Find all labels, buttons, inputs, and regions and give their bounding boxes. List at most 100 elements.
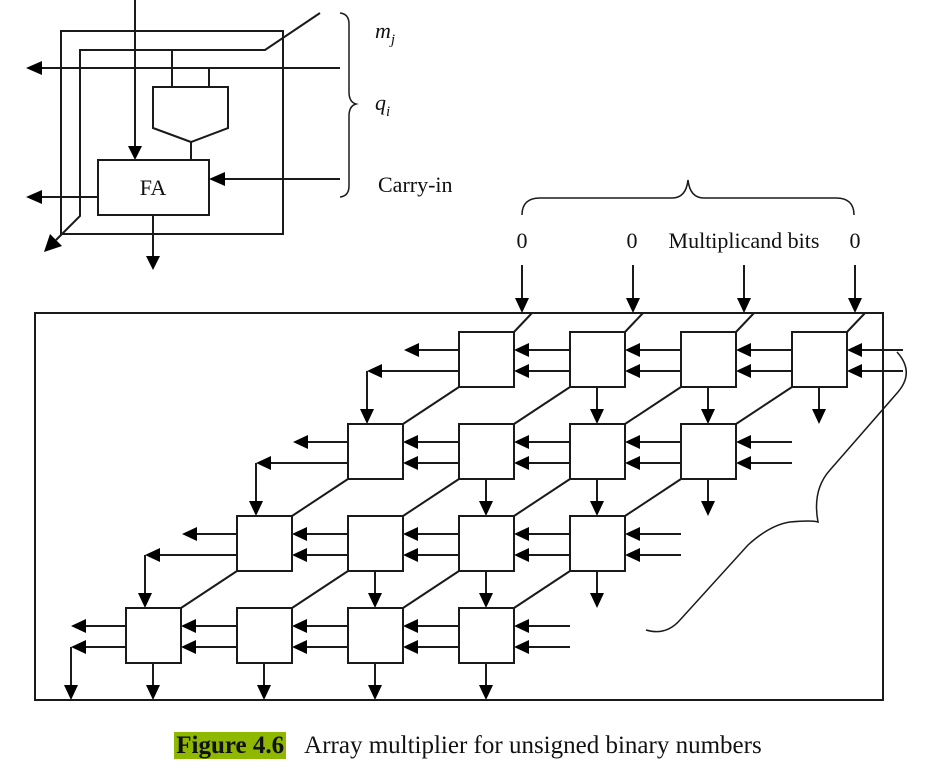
carry-out-arrow-icon — [182, 527, 197, 541]
multiplicand-diagonal — [180, 570, 238, 609]
adder-cell — [458, 423, 515, 480]
carry-in-label: Carry-in — [378, 172, 453, 197]
input-arrow-icon — [625, 343, 640, 357]
sum-down-arrow-icon — [479, 501, 493, 516]
adder-cell — [236, 607, 293, 664]
sum-left-arrow-icon — [145, 548, 160, 562]
mj-label: mj — [375, 18, 395, 48]
input-arrow-icon — [403, 527, 418, 541]
input-arrow-icon — [514, 548, 529, 562]
multiplicand-diagonal — [513, 478, 571, 517]
input-arrow-icon — [514, 343, 529, 357]
carry-out-arrow-icon — [71, 619, 86, 633]
multiplicand-diagonal — [402, 478, 460, 517]
sum-drop-arrow-icon — [360, 409, 374, 424]
input-arrow-icon — [625, 527, 640, 541]
multiplicand-diagonal — [624, 312, 644, 333]
product-out-arrow-icon — [257, 685, 271, 700]
input-arrow-icon — [292, 640, 307, 654]
carry-in-arrow-icon — [209, 172, 225, 186]
figure-number: Figure 4.6 — [174, 732, 287, 759]
adder-cell — [569, 515, 626, 572]
input-arrow-icon — [736, 435, 751, 449]
input-arrow-icon — [403, 435, 418, 449]
multiplicand-diagonal — [291, 478, 349, 517]
input-arrow-icon — [514, 640, 529, 654]
adder-cell — [680, 331, 737, 388]
input-arrow-icon — [625, 364, 640, 378]
sum-left-arrow-icon — [256, 456, 271, 470]
sum-drop-arrow-icon — [64, 685, 78, 700]
mj-out-arrow-icon — [44, 234, 62, 252]
input-arrow-icon — [292, 548, 307, 562]
adder-cell — [236, 515, 293, 572]
input-arrow-icon — [403, 456, 418, 470]
input-arrow-icon — [514, 456, 529, 470]
carry-out-arrow-icon — [26, 190, 42, 204]
sum-down-arrow-icon — [812, 409, 826, 424]
multiplicand-input-arrow-icon — [848, 298, 862, 313]
adder-cell — [569, 423, 626, 480]
carry-out-arrow-icon — [293, 435, 308, 449]
multiplicand-diagonal — [513, 386, 571, 425]
figure-title: Array multiplier for unsigned binary num… — [304, 732, 762, 759]
multiplicand-brace — [521, 179, 855, 216]
multiplicand-diagonal — [513, 312, 533, 333]
adder-cell — [347, 515, 404, 572]
sum-down-arrow-icon — [368, 593, 382, 608]
sum-drop-arrow-icon — [138, 593, 152, 608]
adder-cell — [458, 607, 515, 664]
cell-outer-box — [60, 30, 284, 235]
input-arrow-icon — [292, 527, 307, 541]
multiplicand-bits-label: Multiplicand bits — [669, 228, 820, 253]
adder-cell — [791, 331, 848, 388]
input-arrow-icon — [292, 619, 307, 633]
input-arrow-icon — [514, 435, 529, 449]
product-out-arrow-icon — [479, 685, 493, 700]
input-arrow-icon — [625, 435, 640, 449]
multiplicand-input-arrow-icon — [737, 298, 751, 313]
input-arrow-icon — [403, 619, 418, 633]
sum-down-arrow-icon — [701, 409, 715, 424]
multiplicand-diagonal — [402, 570, 460, 609]
mj-line — [55, 12, 321, 241]
fa-label: FA — [140, 175, 167, 200]
sum-in-arrow-icon — [128, 146, 142, 160]
multiplicand-diagonal — [624, 478, 682, 517]
carry-out-arrow-icon — [404, 343, 419, 357]
input-arrow-icon — [514, 527, 529, 541]
adder-cell — [569, 331, 626, 388]
array-outer-box — [34, 312, 884, 701]
sum-out-arrow-icon — [146, 256, 160, 270]
figure-caption: Figure 4.6 Array multiplier for unsigned … — [0, 732, 936, 760]
adder-cell — [347, 607, 404, 664]
input-arrow-icon — [847, 364, 862, 378]
input-arrow-icon — [514, 619, 529, 633]
input-arrow-icon — [403, 548, 418, 562]
adder-cell — [458, 515, 515, 572]
multiplicand-input-arrow-icon — [515, 298, 529, 313]
input-arrow-icon — [736, 364, 751, 378]
sum-down-arrow-icon — [479, 593, 493, 608]
qi-label: qi — [375, 90, 390, 120]
multiplicand-diagonal — [846, 312, 866, 333]
and-gate — [152, 86, 229, 144]
multiplicand-diagonal — [402, 386, 460, 425]
input-arrow-icon — [736, 343, 751, 357]
sum-down-arrow-icon — [701, 501, 715, 516]
input-label-1: 0 — [627, 228, 638, 253]
input-arrow-icon — [625, 456, 640, 470]
input-arrow-icon — [181, 619, 196, 633]
input-arrow-icon — [847, 343, 862, 357]
input-arrow-icon — [403, 640, 418, 654]
adder-cell — [347, 423, 404, 480]
multiplicand-inputs: 0 0 Multiplicand bits 0 — [517, 179, 861, 253]
adder-cell — [458, 331, 515, 388]
sum-down-arrow-icon — [590, 409, 604, 424]
multiplicand-input-arrow-icon — [626, 298, 640, 313]
input-arrow-icon — [736, 456, 751, 470]
multiplicand-diagonal — [624, 386, 682, 425]
multiplicand-diagonal — [735, 386, 793, 425]
multiplier-bits-brace — [645, 351, 907, 633]
